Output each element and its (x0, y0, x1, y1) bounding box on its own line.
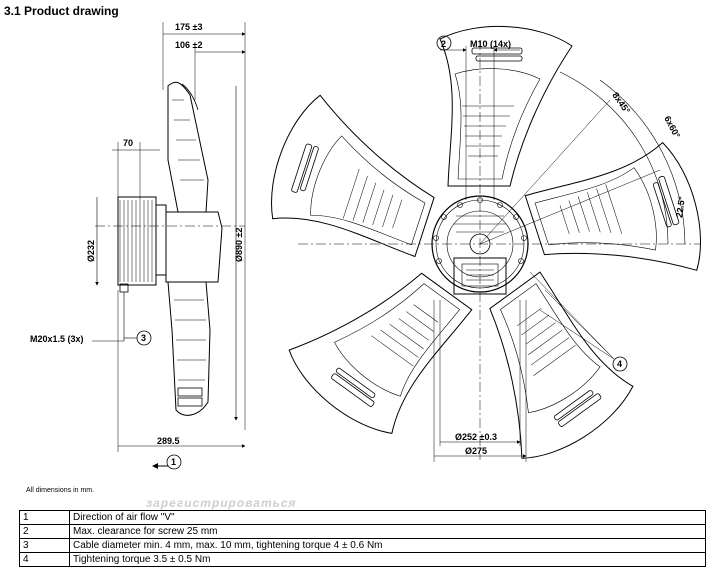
legend-number: 3 (19, 538, 70, 553)
dim-70: 70 (123, 138, 133, 148)
front-view-labels: 2 M10 (14x) 8x45° 6x60° 22.5° Ø252 ±0.3 … (441, 39, 687, 456)
side-view (92, 22, 246, 470)
legend-text: Max. clearance for screw 25 mm (69, 524, 706, 539)
dim-289-5: 289.5 (157, 436, 180, 446)
dim-232: Ø232 (86, 240, 96, 262)
legend-text: Tightening torque 3.5 ± 0.5 Nm (69, 552, 706, 567)
legend-row: 4 Tightening torque 3.5 ± 0.5 Nm (19, 552, 706, 567)
watermark: зарегистрироваться (146, 496, 297, 510)
dim-6x60: 6x60° (662, 114, 682, 140)
callout-2: 2 (441, 39, 446, 49)
legend-text: Cable diameter min. 4 mm, max. 10 mm, ti… (69, 538, 706, 553)
dim-8x45: 8x45° (610, 90, 632, 115)
dim-252: Ø252 ±0.3 (455, 432, 497, 442)
dim-175: 175 ±3 (175, 22, 202, 32)
dim-275: Ø275 (465, 446, 487, 456)
legend-row: 2 Max. clearance for screw 25 mm (19, 524, 706, 539)
label-m20: M20x1.5 (3x) (30, 334, 84, 344)
callout-3: 3 (141, 333, 146, 343)
dim-m10: M10 (14x) (470, 39, 511, 49)
legend-row: 1 Direction of air flow "V" (19, 510, 706, 525)
legend-text: Direction of air flow "V" (69, 510, 706, 525)
dim-22-5: 22.5° (674, 196, 687, 219)
legend-number: 4 (19, 552, 70, 567)
section-heading: 3.1 Product drawing (4, 4, 119, 18)
front-view (260, 25, 716, 475)
callout-1: 1 (171, 457, 176, 467)
legend-row: 3 Cable diameter min. 4 mm, max. 10 mm, … (19, 538, 706, 553)
side-view-labels: 175 ±3 106 ±2 70 Ø232 Ø890 ±2 289.5 M20x… (30, 22, 244, 467)
legend-number: 2 (19, 524, 70, 539)
dim-890: Ø890 ±2 (234, 228, 244, 262)
callout-4: 4 (617, 359, 622, 369)
dim-106: 106 ±2 (175, 40, 202, 50)
legend-table: 1 Direction of air flow "V" 2 Max. clear… (19, 510, 706, 567)
legend-number: 1 (19, 510, 70, 525)
dimensions-note: All dimensions in mm. (26, 487, 95, 494)
